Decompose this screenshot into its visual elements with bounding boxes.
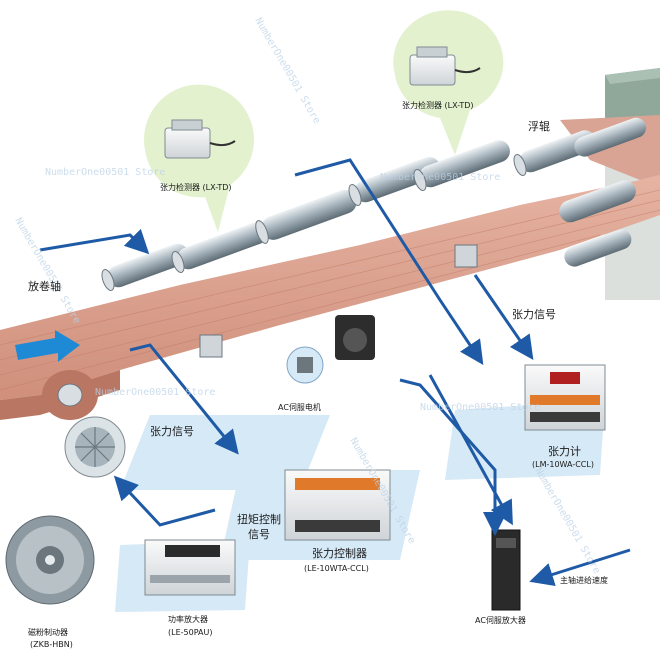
roller-8 [564,229,632,267]
unwind-roll [42,370,98,420]
watermark-4: NumberOne00501 Store [420,402,540,413]
watermark-3: NumberOne00501 Store [95,387,215,398]
roller-1 [101,243,189,291]
tension-detector-bubble-top [393,10,504,155]
label-tension-controller-name: 张力控制器 [312,546,367,560]
tension-detector-bubble-left [144,84,255,232]
label-tension-detector-left: 张力检测器 (LX-TD) [160,182,232,192]
label-ac-servo-amp: AC伺服放大器 [475,615,526,625]
label-tension-meter-name: 张力计 [548,445,581,458]
powder-brake-on-shaft [64,416,126,478]
ac-servo-amplifier-unit [491,529,521,611]
watermark-5: NumberOne00501 Store [252,16,322,126]
label-torque-signal-2: 信号 [248,528,270,541]
label-brake-name: 磁粉制动器 [28,627,68,637]
label-tension-controller-model: (LE-10WTA-CCL) [304,564,369,573]
roller-sensor-left [199,334,223,358]
label-tension-signal-right: 张力信号 [512,308,556,321]
label-spindle-speed: 主轴进给速度 [560,575,608,585]
ac-servo-motor [286,315,375,384]
label-float-roller: 浮辊 [528,119,550,133]
roller-3 [255,189,357,244]
tension-meter-unit [524,364,606,431]
roller-7 [559,180,636,223]
roller-2 [171,222,268,273]
watermark-6: NumberOne00501 Store [12,216,82,326]
watermark-2: NumberOne00501 Store [380,172,500,183]
power-amplifier-unit [144,539,236,596]
label-tension-detector-top: 张力检测器 (LX-TD) [402,100,474,110]
label-tension-meter-model: (LM-10WA-CCL) [532,460,594,469]
watermark-1: NumberOne00501 Store [45,167,165,178]
roller-sensor-right [454,244,478,268]
signal-lines [39,158,631,587]
label-power-amp-model: (LE-50PAU) [168,628,212,637]
label-torque-signal-1: 扭矩控制 [237,512,281,526]
label-brake-model: (ZKB-HBN) [30,640,73,649]
labels: 放卷轴 浮辊 张力信号 张力信号 AC伺服电机 张力检测器 (LX-TD) 张力… [28,100,608,649]
watermark-8: NumberOne00501 Store [532,466,602,576]
label-tension-signal-left: 张力信号 [150,425,194,438]
roller-5 [413,140,510,191]
float-roller [574,117,647,157]
web-direction-arrow [15,330,80,362]
tension-controller-unit [284,469,391,541]
label-ac-servo-motor: AC伺服电机 [278,402,321,412]
label-unwind-shaft: 放卷轴 [28,279,61,293]
label-power-amp-name: 功率放大器 [168,614,208,624]
roller-4 [348,156,441,206]
rollers [101,117,647,291]
powder-brake-product [5,515,95,605]
